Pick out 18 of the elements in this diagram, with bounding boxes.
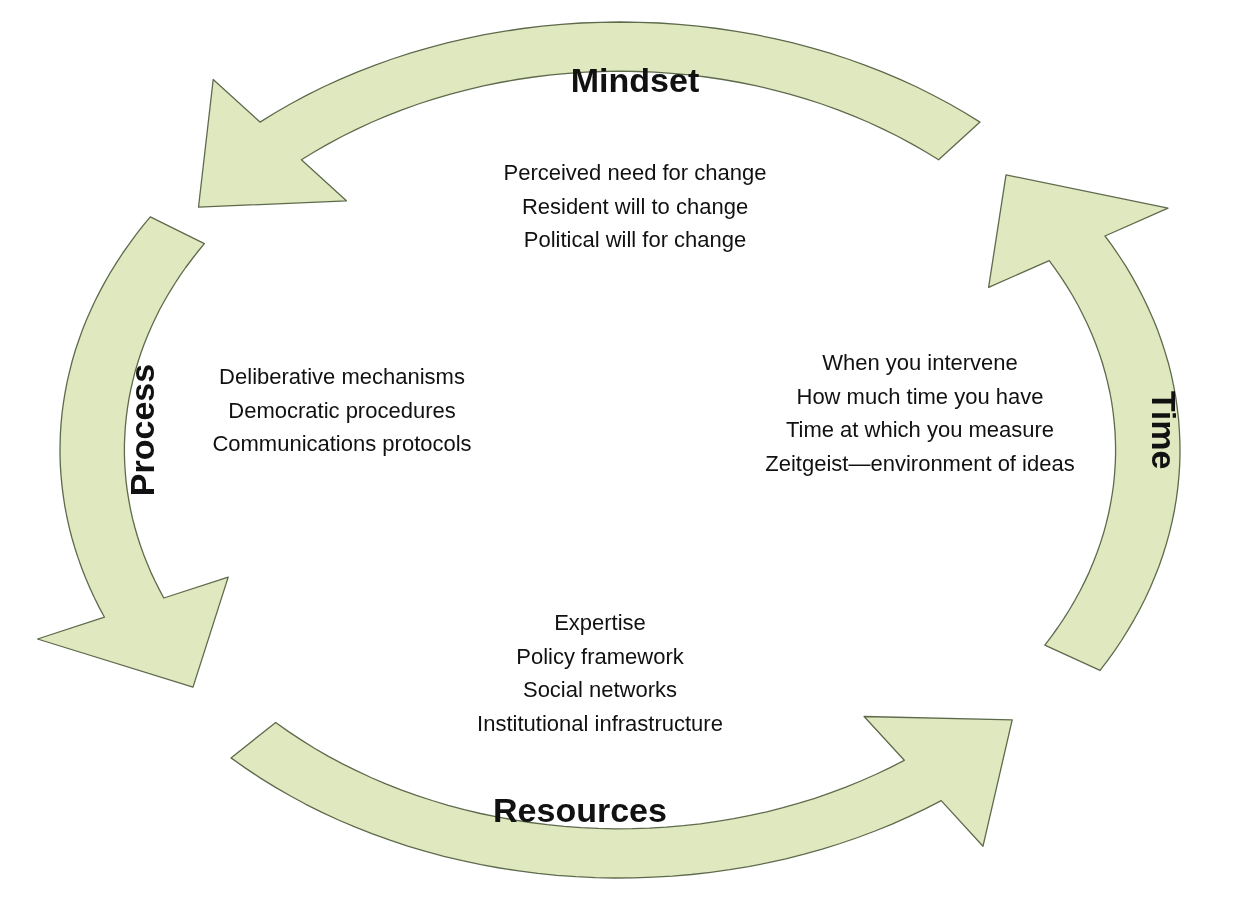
category-heading: Mindset xyxy=(570,63,700,97)
factor-text: How much time you have xyxy=(796,382,1044,411)
factor-text: Perceived need for change xyxy=(503,159,767,187)
factor-text: Institutional infrastructure xyxy=(477,709,723,738)
category-heading: Process xyxy=(125,363,159,497)
factor-text: Deliberative mechanisms xyxy=(219,363,465,391)
factor-text: Zeitgeist—environment of ideas xyxy=(765,449,1075,478)
factor-text: When you intervene xyxy=(822,349,1018,377)
factor-text: Time at which you measure xyxy=(785,416,1055,444)
category-heading: Resources xyxy=(493,793,667,827)
factor-text: Democratic procedures xyxy=(228,396,456,425)
factor-text: Policy framework xyxy=(516,642,684,671)
category-heading: Time xyxy=(1147,390,1181,470)
factor-text: Expertise xyxy=(554,609,646,637)
factor-text: Social networks xyxy=(522,676,678,704)
factor-text: Resident will to change xyxy=(521,192,749,221)
factor-text: Political will for change xyxy=(523,226,747,254)
factor-text: Communications protocols xyxy=(212,430,472,458)
